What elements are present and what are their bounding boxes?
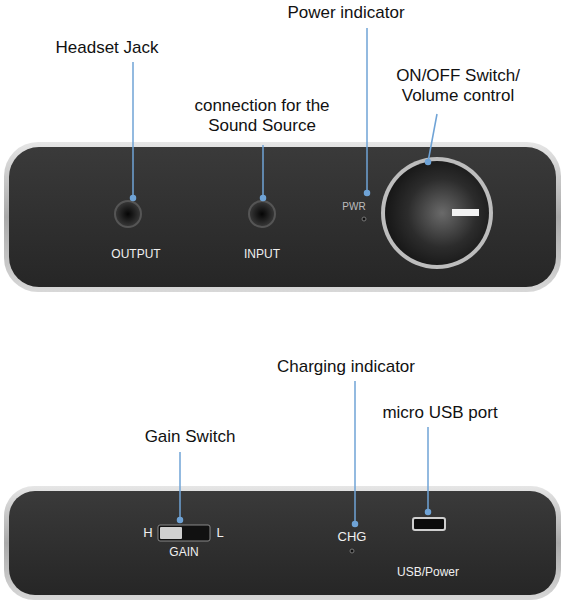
- leader-dot: [353, 522, 358, 527]
- panel-marking: OUTPUT: [111, 247, 160, 261]
- panel-marking: INPUT: [244, 247, 280, 261]
- knob-ring: [381, 157, 493, 269]
- charge-led: [350, 549, 354, 553]
- panel-marking: H: [143, 525, 152, 541]
- input-jack: [249, 201, 275, 227]
- volume-knob: [385, 161, 489, 265]
- leader-dot: [178, 518, 183, 523]
- callout-label: Headset Jack: [56, 38, 159, 58]
- leader-line: [354, 381, 356, 524]
- callout-label: micro USB port: [382, 403, 497, 423]
- leader-line: [427, 427, 429, 512]
- panel-marking: L: [216, 525, 223, 541]
- panel-marking: CHG: [338, 529, 367, 545]
- leader-line: [366, 28, 368, 193]
- power-led: [362, 217, 366, 221]
- knob-marker: [452, 209, 479, 216]
- front-panel: [9, 147, 556, 287]
- callout-label: ON/OFF Switch/ Volume control: [388, 66, 528, 107]
- leader-dot: [426, 160, 431, 165]
- callout-label: Charging indicator: [277, 357, 415, 377]
- leader-line: [262, 145, 264, 198]
- gain-slider: [160, 527, 182, 539]
- panel-marking: PWR: [342, 201, 365, 213]
- rear-panel: [9, 491, 556, 595]
- leader-dot: [426, 510, 431, 515]
- leader-dot: [131, 196, 136, 201]
- panel-marking: USB/Power: [397, 565, 459, 579]
- panel-rim: [4, 142, 561, 292]
- leader-line: [132, 62, 134, 198]
- panel-rim: [4, 486, 561, 600]
- output-jack: [115, 201, 141, 227]
- leader-dot: [261, 196, 266, 201]
- gain-slot: [158, 525, 210, 541]
- callout-label: Power indicator: [287, 3, 404, 23]
- leader-line: [179, 452, 181, 520]
- usb-port: [413, 518, 445, 530]
- leader-dot: [365, 191, 370, 196]
- callout-label: connection for the Sound Source: [187, 96, 337, 137]
- leader-line: [428, 114, 437, 162]
- panel-marking: GAIN: [169, 545, 198, 559]
- callout-label: Gain Switch: [145, 427, 236, 447]
